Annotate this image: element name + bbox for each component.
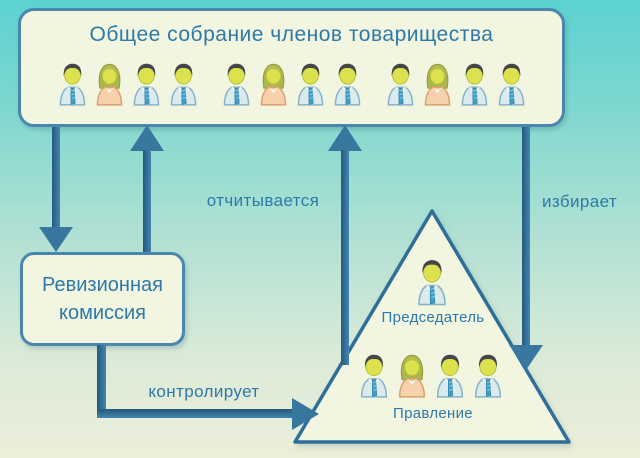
person-icon-man [456,61,493,108]
person-icon-woman [255,61,292,108]
person-icon-man [329,61,366,108]
arrow-meeting-to-board-head-icon [509,345,543,370]
arrow-audit-to-board-hline [97,409,293,418]
person-icon-woman [393,352,431,400]
meeting-members-row [21,61,562,108]
label-elects: избирает [542,192,618,211]
label-reports: отчитывается [206,191,320,210]
general-meeting-box: Общее собрание членов товарищества [18,8,565,127]
chairman-icon-row [412,258,452,307]
arrow-board-to-meeting-line [341,150,349,365]
board-members-row [355,352,507,400]
arrow-meeting-to-board-line [522,127,530,346]
person-icon-man [431,352,469,400]
arrow-audit-to-board-head-icon [292,398,319,430]
audit-commission-box: Ревизионная комиссия [20,252,185,346]
arrow-audit-to-board-vline [97,345,106,418]
chairman-label: Председатель [381,309,485,326]
arrow-meeting-to-audit-line [52,127,60,228]
person-icon-woman [419,61,456,108]
arrow-audit-to-meeting-head-icon [130,125,164,151]
person-icon-man [412,258,452,307]
person-icon-man [469,352,507,400]
arrow-board-to-meeting-head-icon [328,125,362,151]
person-icon-man [165,61,202,108]
arrow-meeting-to-audit-head-icon [39,227,73,252]
member-group [218,61,366,108]
audit-commission-label: Ревизионная комиссия [42,274,163,324]
person-icon-man [382,61,419,108]
label-controls: контролирует [148,382,260,401]
person-icon-man [355,352,393,400]
member-group [382,61,530,108]
person-icon-man [493,61,530,108]
person-icon-man [54,61,91,108]
arrow-audit-to-meeting-line [143,150,151,252]
member-group [54,61,202,108]
person-icon-man [128,61,165,108]
person-icon-woman [91,61,128,108]
general-meeting-title: Общее собрание членов товарищества [89,23,494,46]
board-label: Правление [393,405,473,422]
person-icon-man [218,61,255,108]
person-icon-man [292,61,329,108]
